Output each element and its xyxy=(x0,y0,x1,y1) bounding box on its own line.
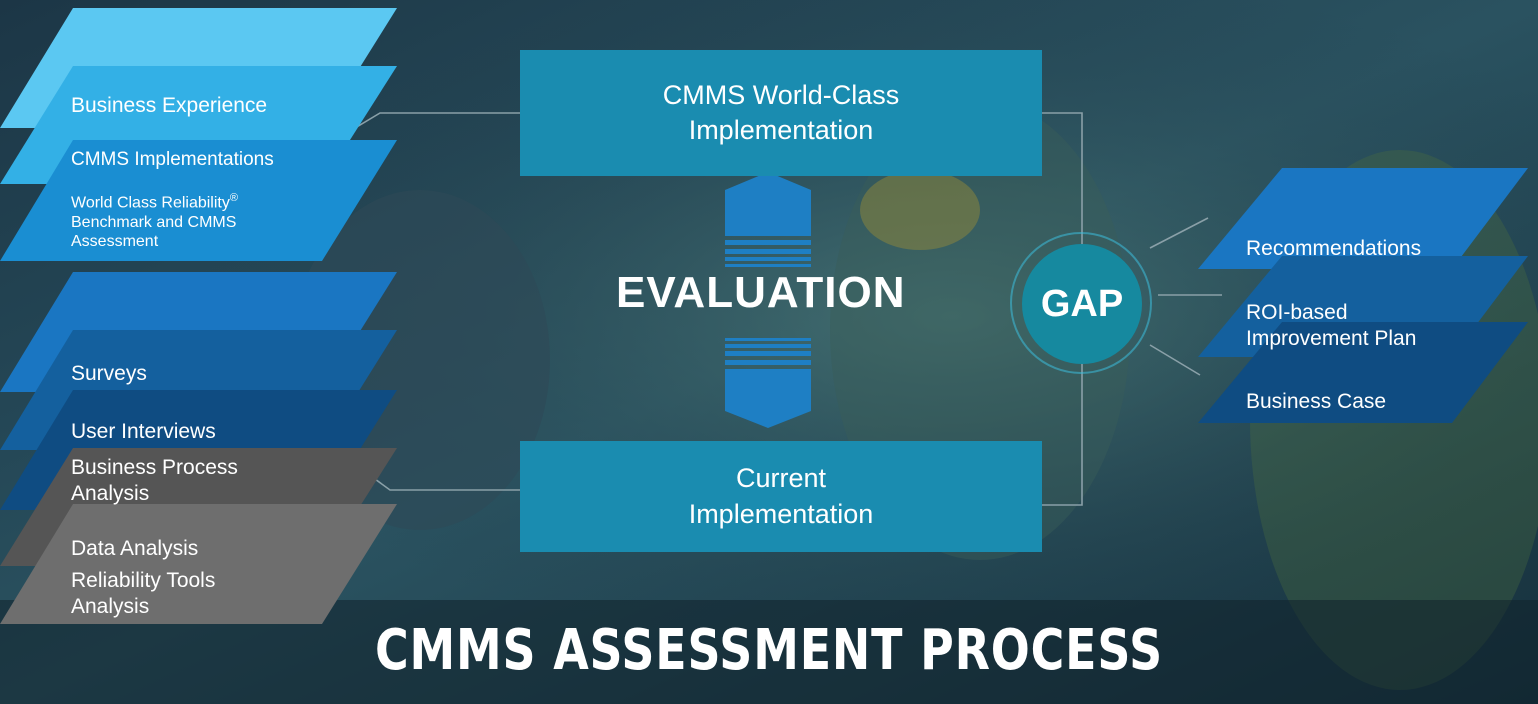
label-recommendations: Recommendations xyxy=(1246,237,1422,260)
shape-reliability-tools xyxy=(0,504,397,624)
page-title: CMMS ASSESSMENT PROCESS xyxy=(374,618,1164,683)
label-surveys: Surveys xyxy=(71,362,147,385)
label-reliability-tools-analysis: Reliability Tools Analysis xyxy=(71,569,216,618)
box-current-text: Current Implementation xyxy=(688,463,874,529)
label-cmms-implementations: CMMS Implementations xyxy=(71,149,274,170)
box-world-class-text: CMMS World-Class Implementation xyxy=(662,79,900,145)
label-user-interviews: User Interviews xyxy=(71,420,216,443)
label-world-class-main: World Class Reliability xyxy=(71,194,230,212)
label-roi-improvement-plan: ROI-based Improvement Plan xyxy=(1246,301,1417,350)
evaluation-arrow-down xyxy=(725,338,811,428)
registered-mark: ® xyxy=(229,192,238,204)
gap-circle: GAP xyxy=(1022,244,1142,364)
gap-link-1 xyxy=(1149,217,1209,249)
gap-link-3 xyxy=(1149,344,1201,376)
label-world-class-cont: Benchmark and CMMS Assessment xyxy=(71,213,237,251)
gap-ring xyxy=(1010,232,1152,374)
box-world-class-implementation: CMMS World-Class Implementation xyxy=(520,50,1042,176)
shape-world-class xyxy=(0,140,397,261)
box-current-implementation: Current Implementation xyxy=(520,441,1042,552)
label-business-experience: Business Experience xyxy=(71,94,268,117)
shape-recommendations xyxy=(1198,168,1528,269)
shape-business-case xyxy=(1198,322,1528,423)
label-business-process-analysis: Business Process Analysis xyxy=(71,456,238,505)
label-world-class-reliability: World Class Reliability® Benchmark and C… xyxy=(71,192,301,252)
gap-label: GAP xyxy=(1040,282,1124,325)
label-business-case: Business Case xyxy=(1246,390,1387,413)
label-data-analysis: Data Analysis xyxy=(71,537,199,560)
evaluation-label: EVALUATION xyxy=(616,268,906,317)
evaluation-arrow-up xyxy=(725,172,811,267)
